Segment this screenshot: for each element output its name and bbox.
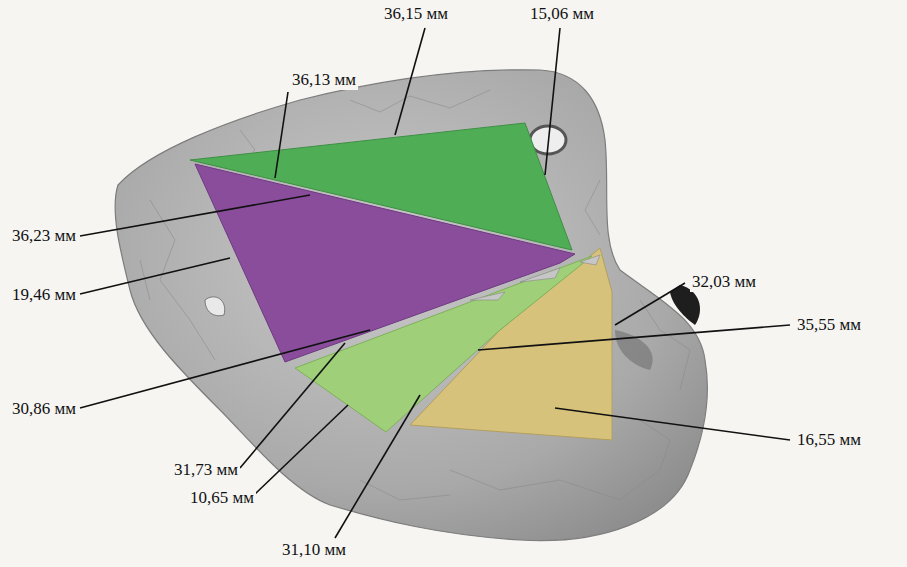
dimension-label: 10,65 мм: [188, 488, 256, 508]
dimension-label: 35,55 мм: [795, 315, 863, 335]
mesh-texture: [140, 90, 690, 500]
dimension-label: 36,23 мм: [10, 226, 78, 246]
dimension-label: 31,73 мм: [172, 460, 240, 480]
dimension-label: 16,55 мм: [795, 430, 863, 450]
leader-lines: [80, 28, 790, 538]
dimension-label: 30,86 мм: [10, 399, 78, 419]
dimension-label: 15,06 мм: [528, 4, 596, 24]
mesh-surface: [115, 70, 707, 541]
dimension-label: 36,15 мм: [382, 4, 450, 24]
dimension-label: 31,10 мм: [280, 540, 348, 560]
dimension-label: 19,46 мм: [10, 285, 78, 305]
mesh-fragments: [470, 255, 600, 300]
dimension-label: 32,03 мм: [690, 272, 758, 292]
dimension-label: 36,13 мм: [290, 70, 358, 90]
mesh-hole: [205, 297, 225, 316]
